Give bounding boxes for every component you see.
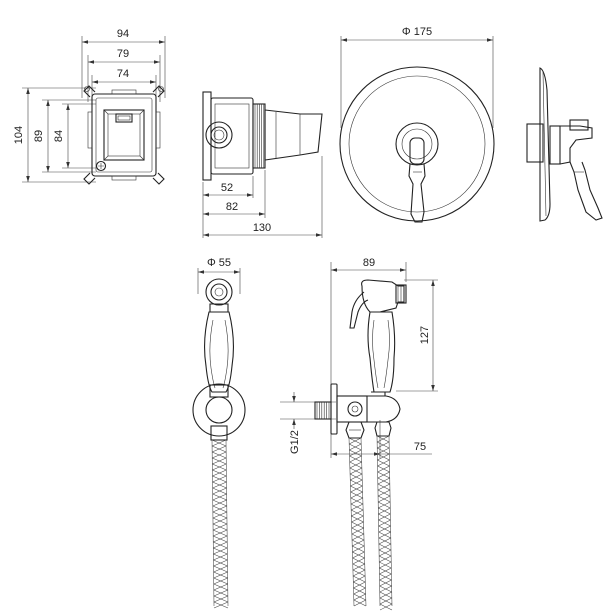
dim-body-depth-82: 82 xyxy=(226,201,238,213)
thread-ribs xyxy=(316,402,330,419)
dim-box-inner-height-2: 84 xyxy=(53,130,65,142)
thread-ribs xyxy=(254,104,265,168)
dim-plate-diameter: Φ 175 xyxy=(402,26,432,38)
dim-box-inner-width-2: 74 xyxy=(117,68,129,80)
dim-outlet-depth: 75 xyxy=(414,441,426,453)
shower-side-view: 89 127 G1/2 75 xyxy=(280,257,438,611)
hose-side-left xyxy=(348,437,367,607)
dim-shower-height: 127 xyxy=(419,326,431,344)
dim-shower-width: 89 xyxy=(363,257,375,269)
trim-plate-side-view xyxy=(526,67,603,222)
dim-holder-diameter: Φ 55 xyxy=(207,257,231,269)
dim-body-depth-52: 52 xyxy=(221,182,233,194)
dim-box-height: 104 xyxy=(13,126,25,144)
shower-front-view: Φ 55 xyxy=(192,257,246,609)
dim-box-width: 94 xyxy=(117,28,129,40)
trim-plate-front-view: Φ 175 xyxy=(339,26,495,223)
dim-thread: G1/2 xyxy=(289,430,301,454)
dim-box-inner-height: 89 xyxy=(33,130,45,142)
hose-front xyxy=(211,439,229,609)
box-side-view: 52 82 130 xyxy=(202,91,323,238)
dim-box-inner-width: 79 xyxy=(117,48,129,60)
hose-side-right xyxy=(376,435,393,611)
box-front-view: 94 79 74 104 89 84 xyxy=(13,28,166,185)
dim-body-depth-130: 130 xyxy=(253,222,271,234)
